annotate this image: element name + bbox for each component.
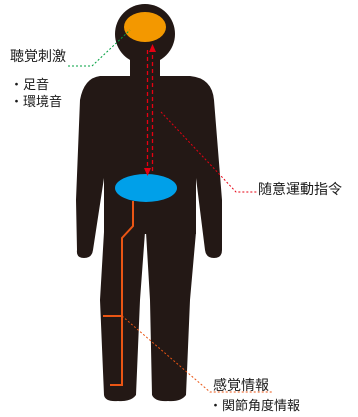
motor-label: 随意運動指令 <box>258 183 342 197</box>
auditory-item-ambient: ・環境音 <box>10 96 62 109</box>
sensory-item-joint-angle: ・関節角度情報 <box>209 400 300 413</box>
body-silhouette <box>76 4 222 401</box>
torso <box>76 76 222 258</box>
brain <box>124 12 166 42</box>
spinal-core <box>115 174 177 202</box>
auditory-item-footsteps: ・足音 <box>10 79 49 92</box>
sensory-label: 感覚情報 <box>213 379 269 393</box>
right-leg <box>146 232 196 401</box>
auditory-label: 聴覚刺激 <box>10 50 66 64</box>
neck <box>130 58 160 78</box>
